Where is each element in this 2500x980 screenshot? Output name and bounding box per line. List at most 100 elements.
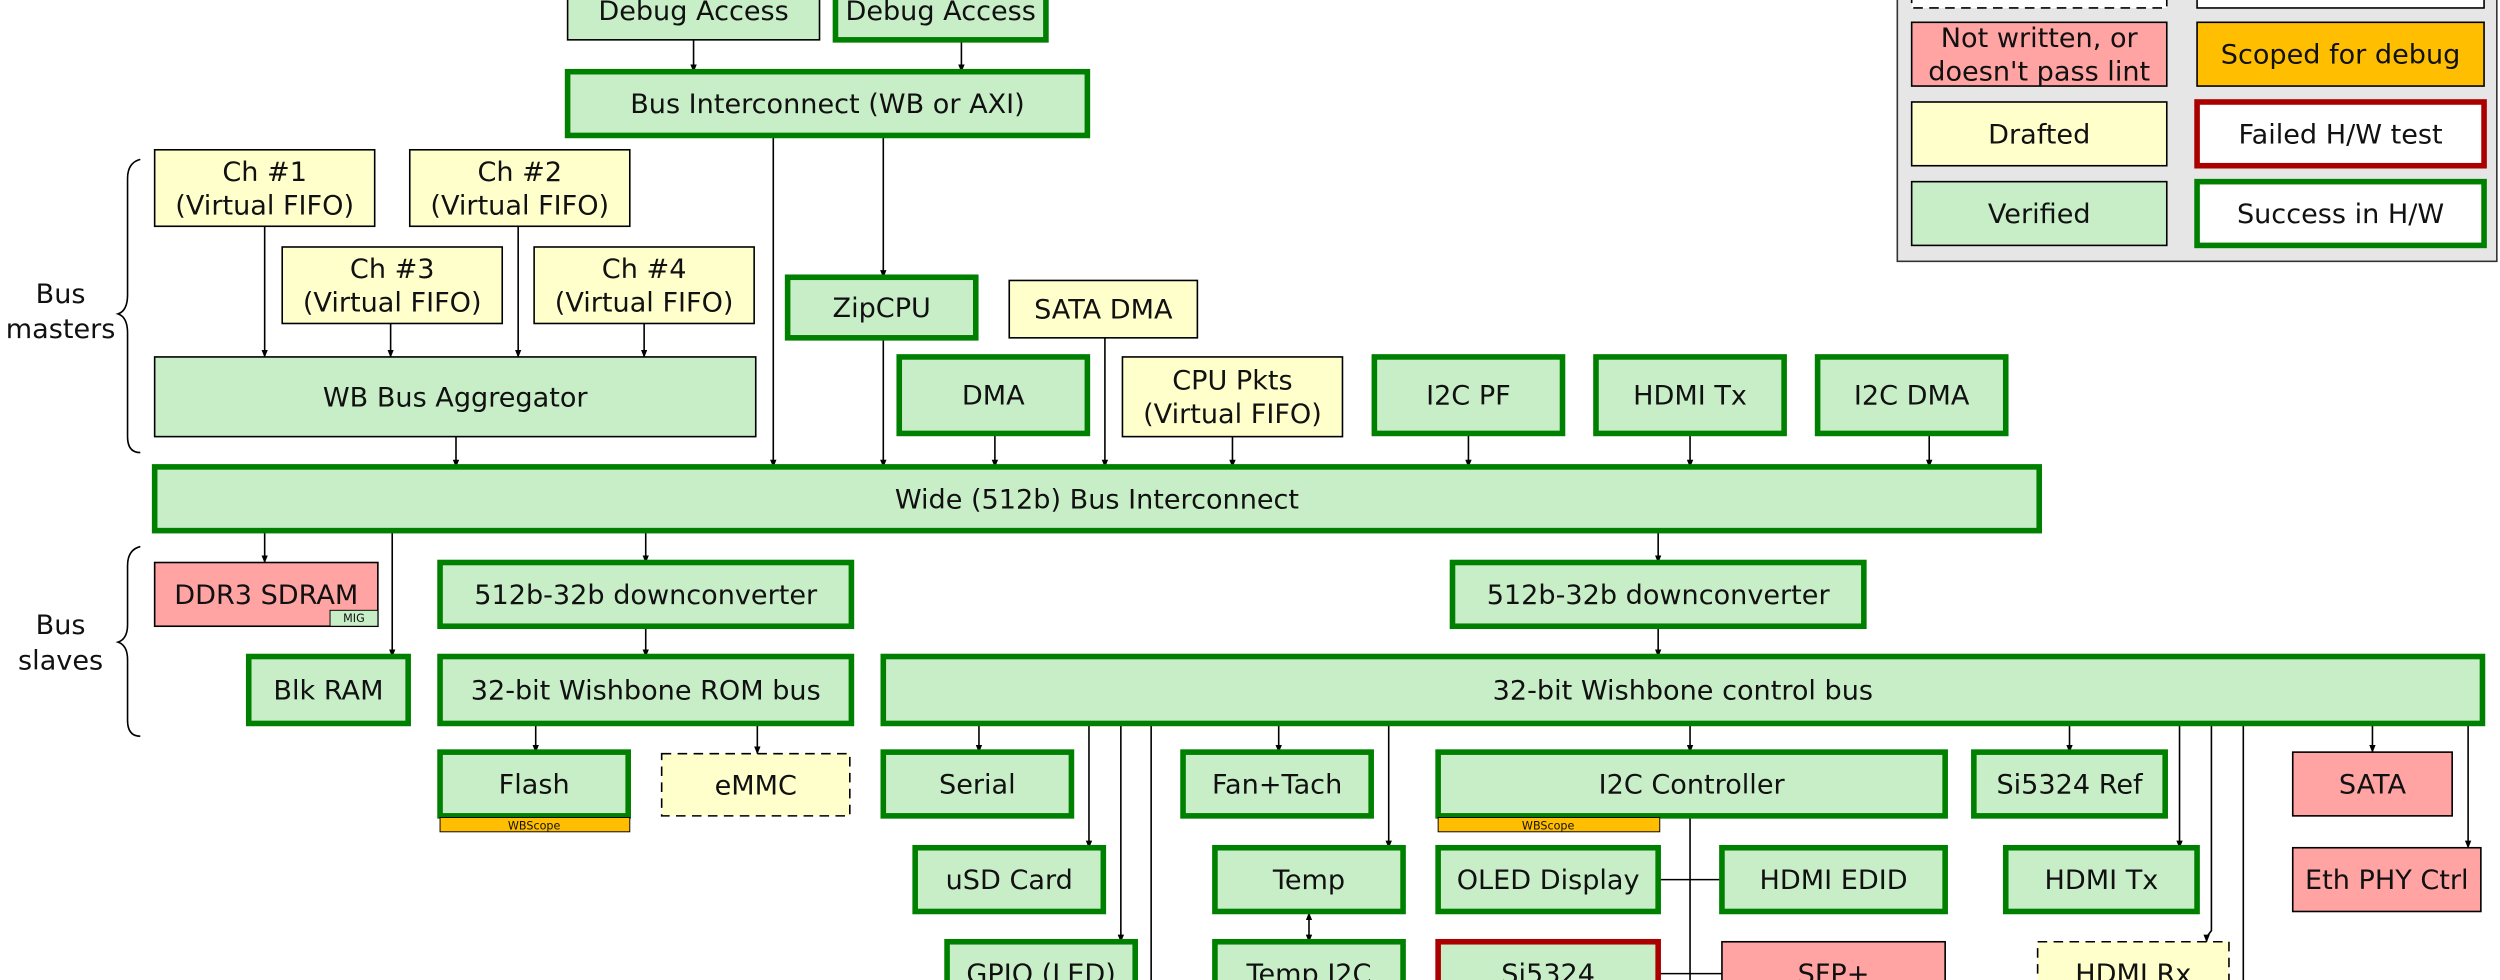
block-busic-label: Bus Interconnect (WB or AXI) <box>630 89 1025 120</box>
block-legend-scoped: Scoped for debug <box>2196 21 2485 87</box>
block-i2cdma-label: I2C DMA <box>1854 381 1970 412</box>
block-widebus-frame <box>151 464 2043 534</box>
block-down1: 512b-32b downconverter <box>437 559 855 630</box>
block-aggregator: WB Bus Aggregator <box>153 356 757 438</box>
wbscope-tag <box>1437 816 1661 833</box>
block-ch2-label: Ch #2 <box>477 157 562 188</box>
block-hdmirx-label: HDMI Rx <box>2075 959 2191 980</box>
block-oled-label: OLED Display <box>1457 865 1640 896</box>
block-blkram-frame <box>245 653 411 727</box>
block-dma: DMA <box>896 354 1091 437</box>
block-satadma-label: SATA DMA <box>1034 295 1173 326</box>
block-i2cpf-frame <box>1371 354 1566 437</box>
block-emmc: eMMC <box>660 752 851 817</box>
block-legend-not_written-frame <box>1910 21 2168 87</box>
block-rombus-label: 32-bit Wishbone ROM bus <box>471 676 821 707</box>
block-legend-success-frame <box>2194 178 2487 249</box>
block-gpio-frame <box>944 938 1138 980</box>
block-temp-label: Temp <box>1272 865 1345 896</box>
block-ch3-label: (Virtual FIFO) <box>303 288 482 319</box>
block-satadma: SATA DMA <box>1008 279 1199 339</box>
block-gpio-label: GPIO (LED) <box>966 959 1115 980</box>
block-legend-cut_dashed-frame <box>1910 0 2168 9</box>
block-down1-label: 512b-32b downconverter <box>474 580 818 611</box>
block-legend-success: Success in H/W <box>2194 178 2487 249</box>
block-ch2: Ch #2(Virtual FIFO) <box>408 148 631 228</box>
block-ctrlbus-frame <box>880 653 2486 727</box>
block-ch1: Ch #1(Virtual FIFO) <box>153 148 376 228</box>
block-ch1-label: (Virtual FIFO) <box>175 190 354 221</box>
brace-icon <box>115 545 141 737</box>
block-serial-frame <box>880 749 1075 819</box>
block-i2cpf: I2C PF <box>1371 354 1566 437</box>
block-ch2-label: (Virtual FIFO) <box>430 190 609 221</box>
block-ch4-label: (Virtual FIFO) <box>555 288 734 319</box>
block-busic: Bus Interconnect (WB or AXI) <box>564 68 1091 139</box>
block-dma-frame <box>896 354 1091 437</box>
block-hdmiedid-frame <box>1719 844 1948 915</box>
block-fantach-label: Fan+Tach <box>1212 770 1342 801</box>
block-tempi2c: Temp I2C <box>1212 938 1406 980</box>
block-legend-scoped-frame <box>2196 21 2485 87</box>
block-usd-frame <box>912 844 1107 915</box>
block-down1-frame <box>437 559 855 630</box>
bus-slaves-line-1: Bus <box>36 610 86 641</box>
block-tempi2c-frame <box>1212 938 1406 980</box>
block-down2: 512b-32b downconverter <box>1449 559 1867 630</box>
block-sfp-label: SFP+ <box>1798 959 1870 980</box>
block-zipcpu-label: ZipCPU <box>833 293 931 324</box>
block-aggregator-label: WB Bus Aggregator <box>323 382 589 413</box>
block-ethphy-frame <box>2291 846 2482 913</box>
mig-tag-label: MIG <box>343 612 365 625</box>
block-ch4-frame <box>533 246 755 325</box>
wbscope-tag <box>439 816 631 833</box>
bus-masters-line-2: masters <box>6 314 116 345</box>
brace-icon <box>115 158 141 454</box>
block-debug2-frame <box>832 0 1049 43</box>
block-legend-verified-label: Verified <box>1988 199 2091 230</box>
block-gpio: GPIO (LED) <box>944 938 1138 980</box>
block-legend-failed-label: Failed H/W test <box>2239 119 2443 150</box>
block-debug1: Debug Access <box>566 0 821 41</box>
bus-slaves-label: Bus slaves <box>18 545 141 737</box>
arrow-connector <box>2203 723 2213 943</box>
block-debug2-label: Debug Access <box>845 0 1035 27</box>
block-i2cdma-frame <box>1814 354 2009 437</box>
block-ch4-label: Ch #4 <box>602 254 687 285</box>
block-sata-label: SATA <box>2339 770 2407 801</box>
block-rombus: 32-bit Wishbone ROM bus <box>437 653 855 727</box>
block-ethphy: Eth PHY Ctrl <box>2291 846 2482 913</box>
bus-masters-label: Bus masters <box>6 158 141 454</box>
block-ch1-label: Ch #1 <box>222 157 307 188</box>
block-oled-frame <box>1435 844 1661 915</box>
block-debug1-frame <box>566 0 821 41</box>
block-rombus-frame <box>437 653 855 727</box>
block-fantach-frame <box>1180 749 1374 819</box>
block-flash-label: Flash <box>499 770 570 801</box>
block-temp-frame <box>1212 844 1406 915</box>
block-hdmitx2: HDMI Tx <box>2002 844 2200 915</box>
block-i2cctrl-label: I2C Controller <box>1599 770 1786 801</box>
block-legend-verified-frame <box>1910 180 2168 247</box>
block-zipcpu: ZipCPU <box>784 274 979 341</box>
block-ch1-frame <box>153 148 376 228</box>
block-down2-label: 512b-32b downconverter <box>1487 580 1831 611</box>
block-i2cpf-label: I2C PF <box>1426 381 1511 412</box>
block-down2-frame <box>1449 559 1867 630</box>
block-hdmitx2-frame <box>2002 844 2200 915</box>
block-ch3: Ch #3(Virtual FIFO) <box>281 246 504 325</box>
block-i2cctrl-frame <box>1435 749 1948 819</box>
block-dma-label: DMA <box>962 381 1025 412</box>
wbscope-tag-label: WBScope <box>1522 819 1575 832</box>
block-ch3-frame <box>281 246 504 325</box>
block-hdmirx: HDMI Rx <box>2036 940 2230 980</box>
block-satadma-frame <box>1008 279 1199 339</box>
block-legend-failed-frame <box>2194 99 2487 169</box>
block-emmc-frame <box>660 752 851 817</box>
block-serial-label: Serial <box>939 770 1016 801</box>
wbscope-tag-label: WBScope <box>508 819 561 832</box>
block-hdmitx1-frame <box>1593 354 1787 437</box>
